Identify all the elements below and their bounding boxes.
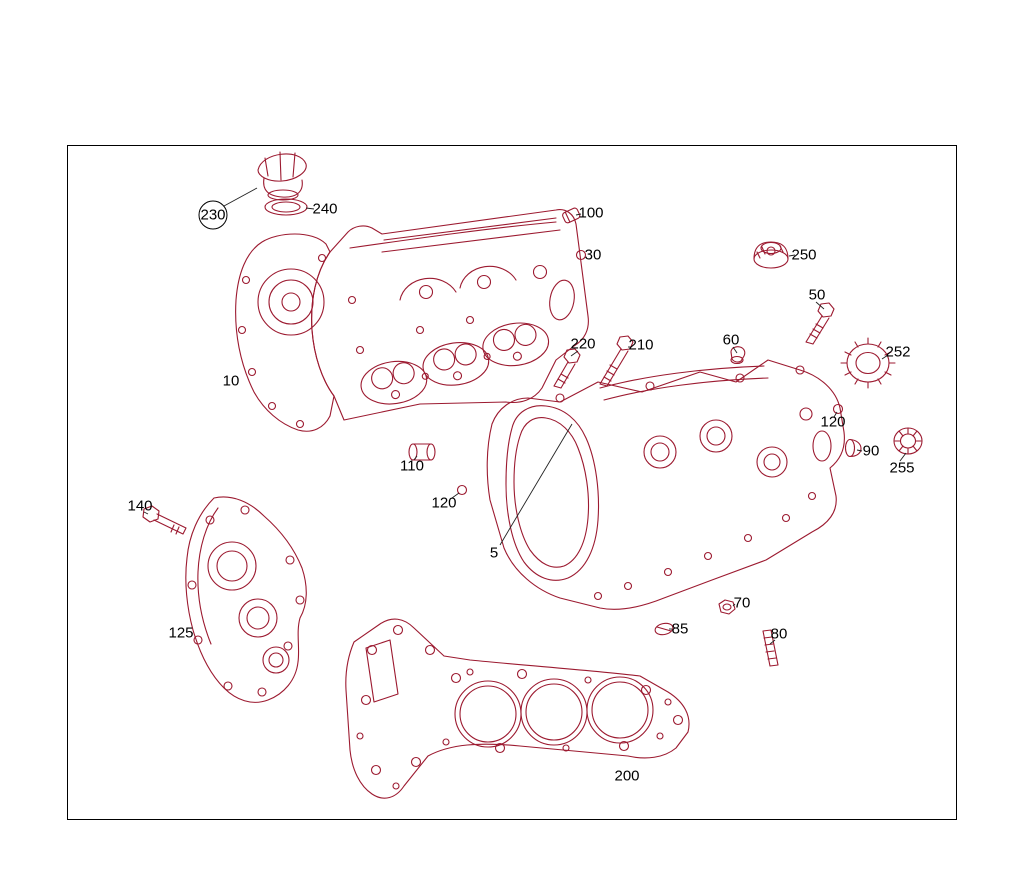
ball-120-left-drawing: [456, 484, 468, 496]
part-label-5[interactable]: 5: [489, 544, 499, 562]
part-label-255[interactable]: 255: [889, 459, 915, 477]
bolt-140-drawing: [142, 505, 187, 535]
cup-plug-90-drawing: [844, 438, 862, 458]
part-label-30[interactable]: 30: [584, 246, 602, 264]
part-label-110[interactable]: 110: [400, 457, 424, 475]
part-label-252[interactable]: 252: [885, 343, 911, 361]
part-label-10[interactable]: 10: [222, 372, 240, 390]
part-label-200[interactable]: 200: [614, 767, 640, 785]
bolt-210-drawing: [599, 335, 634, 387]
part-label-90[interactable]: 90: [862, 442, 880, 460]
cylinder-head-10-drawing: [235, 209, 589, 432]
bolt-220-drawing: [553, 348, 581, 389]
part-label-80[interactable]: 80: [770, 625, 788, 643]
part-label-120[interactable]: 120: [820, 413, 846, 431]
part-label-50[interactable]: 50: [808, 286, 826, 304]
oil-filler-cap-drawing: [257, 151, 307, 201]
head-gasket-200-drawing: [345, 618, 690, 799]
part-label-220[interactable]: 220: [570, 335, 596, 353]
cylinder-head-5-drawing: [486, 359, 845, 610]
part-label-100[interactable]: 100: [578, 204, 604, 222]
bolt-50-drawing: [805, 302, 835, 345]
diagram-frame: [67, 145, 957, 820]
part-label-240[interactable]: 240: [312, 200, 338, 218]
plug-85-drawing: [654, 622, 674, 636]
part-label-85[interactable]: 85: [671, 620, 689, 638]
bushing-100-drawing: [562, 207, 581, 224]
part-label-120[interactable]: 120: [431, 494, 457, 512]
plug-70-drawing: [718, 599, 736, 615]
part-label-210[interactable]: 210: [628, 336, 654, 354]
stud-80-drawing: [762, 629, 779, 667]
part-label-250[interactable]: 250: [791, 246, 817, 264]
ball-120-right-drawing: [832, 403, 844, 415]
part-label-125[interactable]: 125: [168, 624, 194, 642]
sprocket-252-drawing: [840, 337, 896, 389]
part-label-230[interactable]: 230: [198, 200, 228, 230]
cap-250-drawing: [753, 241, 789, 269]
leader-lines: [143, 187, 907, 645]
cap-60-drawing: [730, 346, 746, 365]
part-label-70[interactable]: 70: [733, 594, 751, 612]
part-label-140[interactable]: 140: [127, 497, 153, 515]
part-label-60[interactable]: 60: [722, 331, 740, 349]
timing-cover-125-drawing: [185, 496, 307, 703]
dowel-110-drawing: [408, 443, 436, 461]
seal-255-drawing: [893, 427, 923, 455]
seal-ring-240-drawing: [264, 198, 308, 216]
